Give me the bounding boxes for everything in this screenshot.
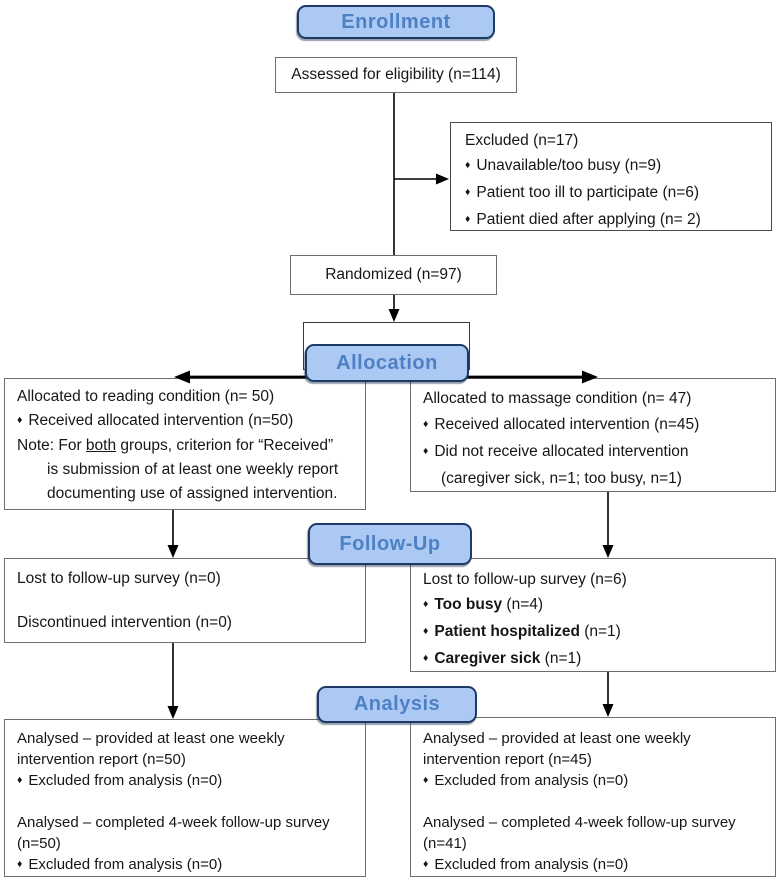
excluded-item: ♦Patient died after applying (n= 2) [465, 207, 763, 234]
randomized-text: Randomized (n=97) [325, 266, 462, 283]
diamond-bullet-icon: ♦ [17, 414, 23, 426]
box-allocated-massage: Allocated to massage condition (n= 47) ♦… [410, 378, 776, 492]
diamond-bullet-icon: ♦ [465, 213, 471, 225]
box-assessed: Assessed for eligibility (n=114) [275, 57, 517, 93]
diamond-bullet-icon: ♦ [423, 598, 429, 610]
massage-title: Allocated to massage condition (n= 47) [423, 390, 692, 407]
excluded-item: ♦Unavailable/too busy (n=9) [465, 153, 763, 180]
diamond-bullet-icon: ♦ [465, 186, 471, 198]
box-excluded: Excluded (n=17) ♦Unavailable/too busy (n… [450, 122, 772, 231]
analysis-reading-p1-line1: Analysed – provided at least one weekly [17, 730, 285, 747]
arrowhead-right-followup [602, 545, 614, 558]
analysis-massage-p2-line2: (n=41) [423, 835, 467, 852]
arrowhead-allocation [388, 309, 400, 322]
spacer [17, 793, 353, 812]
stage-analysis-label: Analysis [353, 693, 441, 715]
stage-allocation: Allocation [305, 344, 469, 382]
stage-enrollment-label: Enrollment [341, 10, 451, 33]
stage-followup-label: Follow-Up [339, 532, 441, 555]
excluded-title: Excluded (n=17) [465, 132, 579, 149]
box-analysis-reading: Analysed – provided at least one weekly … [4, 719, 366, 877]
massage-not-received: ♦Did not receive allocated intervention [423, 439, 763, 466]
reading-note-line2: is submission of at least one weekly rep… [47, 461, 339, 478]
diamond-bullet-icon: ♦ [423, 418, 429, 430]
arrowhead-right-analysis [602, 704, 614, 717]
diamond-bullet-icon: ♦ [423, 858, 429, 870]
reading-note-line3: documenting use of assigned intervention… [47, 485, 338, 502]
analysis-reading-p2-excluded: ♦Excluded from analysis (n=0) [17, 856, 223, 873]
stage-followup: Follow-Up [308, 523, 472, 565]
box-followup-reading: Lost to follow-up survey (n=0) Discontin… [4, 558, 366, 643]
followup-reading-lost: Lost to follow-up survey (n=0) [17, 570, 221, 587]
analysis-reading-p1-line2: intervention report (n=50) [17, 751, 186, 768]
spacer [423, 793, 763, 812]
arrowhead-left-analysis [167, 706, 179, 719]
box-followup-massage: Lost to follow-up survey (n=6) ♦Too busy… [410, 558, 776, 672]
analysis-massage-p1-excluded: ♦Excluded from analysis (n=0) [423, 772, 629, 789]
analysis-massage-p2-excluded: ♦Excluded from analysis (n=0) [423, 856, 629, 873]
analysis-reading-p2-line2: (n=50) [17, 835, 61, 852]
diamond-bullet-icon: ♦ [423, 652, 429, 664]
followup-massage-item: ♦Too busy (n=4) [423, 592, 763, 619]
followup-massage-item: ♦Patient hospitalized (n=1) [423, 619, 763, 646]
followup-massage-item: ♦Caregiver sick (n=1) [423, 646, 763, 673]
note-underlined-word: both [85, 437, 117, 454]
spacer [17, 590, 353, 612]
diamond-bullet-icon: ♦ [465, 159, 471, 171]
stage-allocation-label: Allocation [336, 351, 438, 374]
analysis-reading-p2-line1: Analysed – completed 4-week follow-up su… [17, 814, 330, 831]
diamond-bullet-icon: ♦ [423, 625, 429, 637]
diamond-bullet-icon: ♦ [17, 774, 23, 786]
reading-received: ♦Received allocated intervention (n=50) [17, 409, 353, 434]
excluded-item: ♦Patient too ill to participate (n=6) [465, 180, 763, 207]
analysis-reading-p1-excluded: ♦Excluded from analysis (n=0) [17, 772, 223, 789]
analysis-massage-p1-line2: intervention report (n=45) [423, 751, 592, 768]
box-analysis-massage: Analysed – provided at least one weekly … [410, 717, 776, 877]
massage-not-received-detail: (caregiver sick, n=1; too busy, n=1) [441, 470, 682, 487]
analysis-massage-p2-line1: Analysed – completed 4-week follow-up su… [423, 814, 736, 831]
arrowhead-left-followup [167, 545, 179, 558]
massage-received: ♦Received allocated intervention (n=45) [423, 412, 763, 439]
reading-title: Allocated to reading condition (n= 50) [17, 388, 275, 405]
reading-note-line1: Note: For both groups, criterion for “Re… [17, 437, 334, 454]
assessed-text: Assessed for eligibility (n=114) [291, 66, 501, 83]
diamond-bullet-icon: ♦ [423, 445, 429, 457]
arrowhead-excluded [436, 173, 449, 185]
stage-enrollment: Enrollment [297, 5, 495, 39]
followup-massage-lost: Lost to follow-up survey (n=6) [423, 571, 627, 588]
diamond-bullet-icon: ♦ [17, 858, 23, 870]
analysis-massage-p1-line1: Analysed – provided at least one weekly [423, 730, 691, 747]
followup-reading-discontinued: Discontinued intervention (n=0) [17, 614, 232, 631]
diamond-bullet-icon: ♦ [423, 774, 429, 786]
stage-analysis: Analysis [317, 686, 477, 723]
box-allocated-reading: Allocated to reading condition (n= 50) ♦… [4, 378, 366, 510]
box-randomized: Randomized (n=97) [290, 255, 497, 295]
